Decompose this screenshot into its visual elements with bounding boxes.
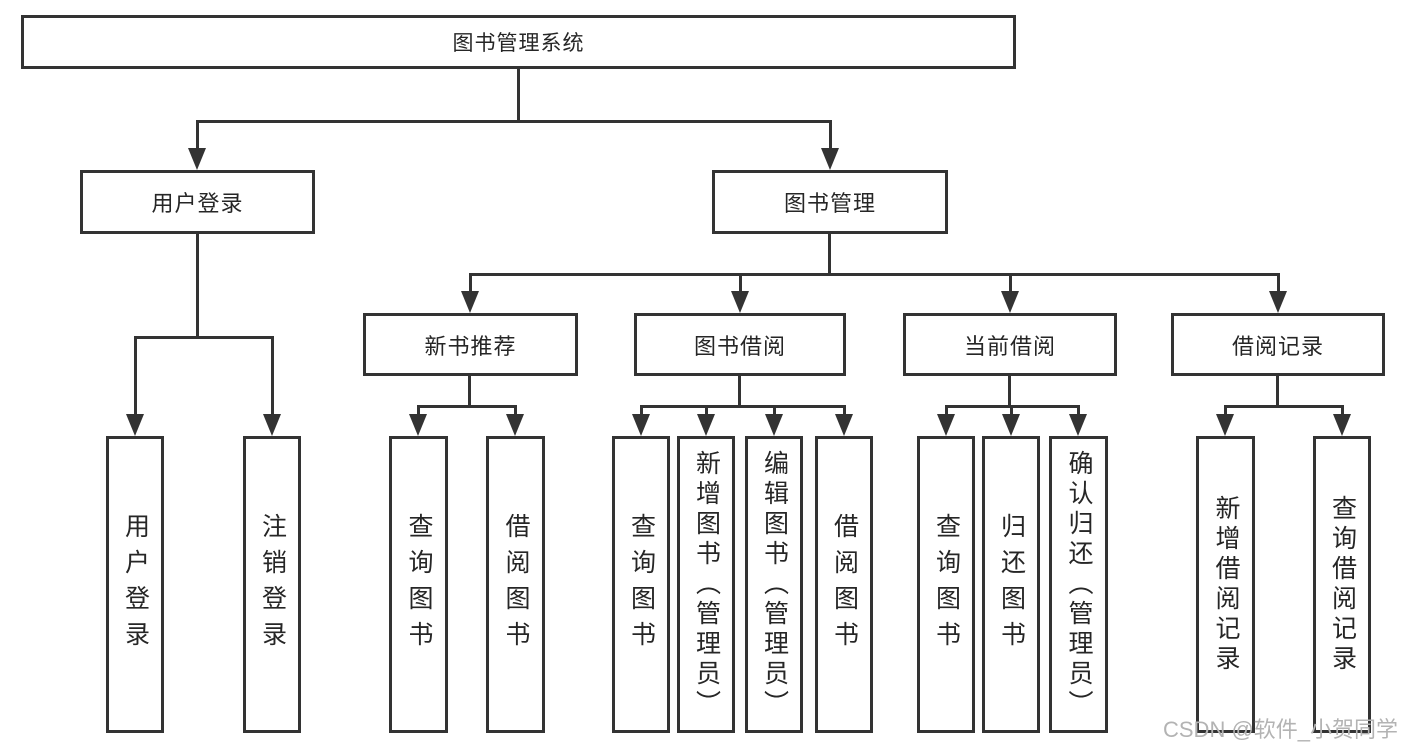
arrow-newrec-borrow — [506, 405, 525, 436]
connector-new-rec-stem — [468, 376, 471, 408]
arrow-to-new-rec — [461, 273, 480, 313]
arrow-current-return — [1002, 405, 1021, 436]
node-current-borrowing: 当前借阅 — [903, 313, 1117, 376]
connector-borrow-stem — [738, 376, 741, 408]
arrow-to-records — [1269, 273, 1288, 313]
connector-root-stem — [517, 69, 520, 123]
connector-records-stem — [1276, 376, 1279, 408]
leaf-records-add-record: 新增借阅记录 — [1196, 436, 1255, 733]
arrow-to-book-mgmt — [821, 120, 840, 170]
arrow-newrec-query — [409, 405, 428, 436]
leaf-borrow-edit-books-admin: 编辑图书（管理员） — [745, 436, 803, 733]
connector-user-login-branch — [135, 336, 274, 339]
leaf-borrow-lend-books: 借阅图书 — [815, 436, 873, 733]
arrow-to-leaf-logout — [263, 336, 282, 436]
node-book-borrowing: 图书借阅 — [634, 313, 846, 376]
connector-borrow-branch — [641, 405, 846, 408]
leaf-newrec-query-books: 查询图书 — [389, 436, 448, 733]
leaf-borrow-query-books: 查询图书 — [612, 436, 670, 733]
csdn-watermark: CSDN @软件_小贺同学 — [1163, 717, 1399, 742]
arrow-to-current — [1001, 273, 1020, 313]
node-user-login: 用户登录 — [80, 170, 315, 234]
connector-book-mgmt-branch — [470, 273, 1280, 276]
leaf-borrow-add-books-admin: 新增图书（管理员） — [677, 436, 735, 733]
arrow-to-borrow — [731, 273, 750, 313]
connector-current-stem — [1008, 376, 1011, 408]
leaf-current-confirm-return-admin: 确认归还（管理员） — [1049, 436, 1108, 733]
connector-book-mgmt-stem — [828, 234, 831, 276]
arrow-records-query — [1333, 405, 1352, 436]
connector-user-login-stem — [196, 234, 199, 338]
node-book-management: 图书管理 — [712, 170, 948, 234]
leaf-current-query-books: 查询图书 — [917, 436, 975, 733]
leaf-records-query-record: 查询借阅记录 — [1313, 436, 1371, 733]
arrow-borrow-add — [697, 405, 716, 436]
connector-root-branch — [196, 120, 832, 123]
leaf-newrec-borrow-books: 借阅图书 — [486, 436, 545, 733]
leaf-current-return-books: 归还图书 — [982, 436, 1040, 733]
arrow-current-confirm — [1069, 405, 1088, 436]
arrow-records-add — [1216, 405, 1235, 436]
connector-records-branch — [1225, 405, 1344, 408]
arrow-borrow-lend — [835, 405, 854, 436]
arrow-to-leaf-login — [126, 336, 145, 436]
arrow-to-user-login — [188, 120, 207, 170]
node-borrow-records: 借阅记录 — [1171, 313, 1385, 376]
arrow-current-query — [937, 405, 956, 436]
leaf-logout: 注销登录 — [243, 436, 301, 733]
node-new-book-recommend: 新书推荐 — [363, 313, 578, 376]
leaf-user-login: 用户登录 — [106, 436, 164, 733]
node-root-system: 图书管理系统 — [21, 15, 1016, 69]
connector-current-branch — [946, 405, 1080, 408]
arrow-borrow-query — [632, 405, 651, 436]
connector-new-rec-branch — [418, 405, 517, 408]
arrow-borrow-edit — [765, 405, 784, 436]
